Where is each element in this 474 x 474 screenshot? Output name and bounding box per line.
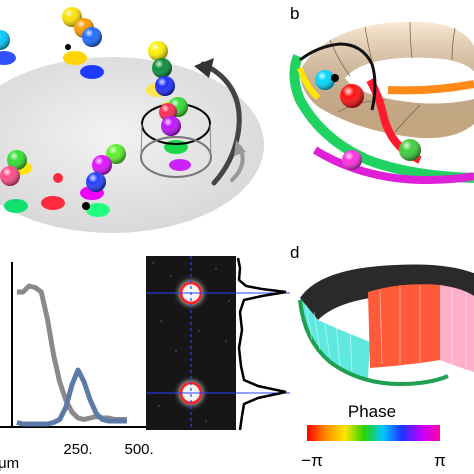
ribbon-green-edge: [298, 299, 449, 387]
x-tick-labels: 250. 500.: [63, 441, 153, 458]
ribbon-pink: [440, 285, 474, 372]
intensity-profile: [236, 257, 287, 431]
path-magenta: [312, 146, 474, 185]
sphere-stack-center: [159, 97, 188, 136]
phase-colorbar: [307, 425, 440, 441]
ribbon-red: [368, 284, 440, 368]
series-line-1: [16, 283, 127, 422]
x-tick-label: 250.: [63, 441, 92, 458]
x-tick-label: 500.: [124, 441, 153, 458]
rotation-arrowhead-upper: [194, 58, 214, 78]
sphere-stack-top-left: [62, 7, 102, 47]
panel-b: b: [289, 4, 474, 185]
sphere-stack-left: [0, 150, 27, 186]
panel-a: [0, 7, 264, 233]
rotation-arrow-upper: [200, 61, 242, 186]
panel-label-b: b: [290, 4, 299, 23]
colorbar-title: Phase: [348, 402, 396, 421]
rotation-arrowhead-lower: [234, 140, 246, 156]
panel-label-d: d: [290, 243, 299, 262]
colorbar-max-label: π: [434, 451, 446, 470]
ribbon-stripes: [305, 285, 467, 373]
path-black: [299, 42, 377, 111]
spheres: [0, 7, 188, 210]
panel-c-image: [146, 256, 290, 431]
sphere-stack-middle: [86, 144, 126, 192]
image-noise: [152, 262, 230, 422]
panel-d: d Phase −π π: [290, 243, 474, 470]
profile-series: [16, 283, 127, 427]
colorbar-min-label: −π: [301, 451, 323, 470]
ribbon-cyan: [300, 298, 370, 378]
path-green: [289, 54, 474, 183]
series-line-2: [16, 367, 127, 427]
path-orange: [387, 80, 474, 95]
path-yellow: [297, 67, 321, 101]
x-axis-unit: μm: [0, 455, 19, 472]
ring-connector: [140, 123, 212, 158]
platform-disk: [0, 57, 264, 233]
sphere-stack-right: [148, 41, 175, 96]
panel-c-plot: 250. 500. μm: [0, 262, 154, 472]
